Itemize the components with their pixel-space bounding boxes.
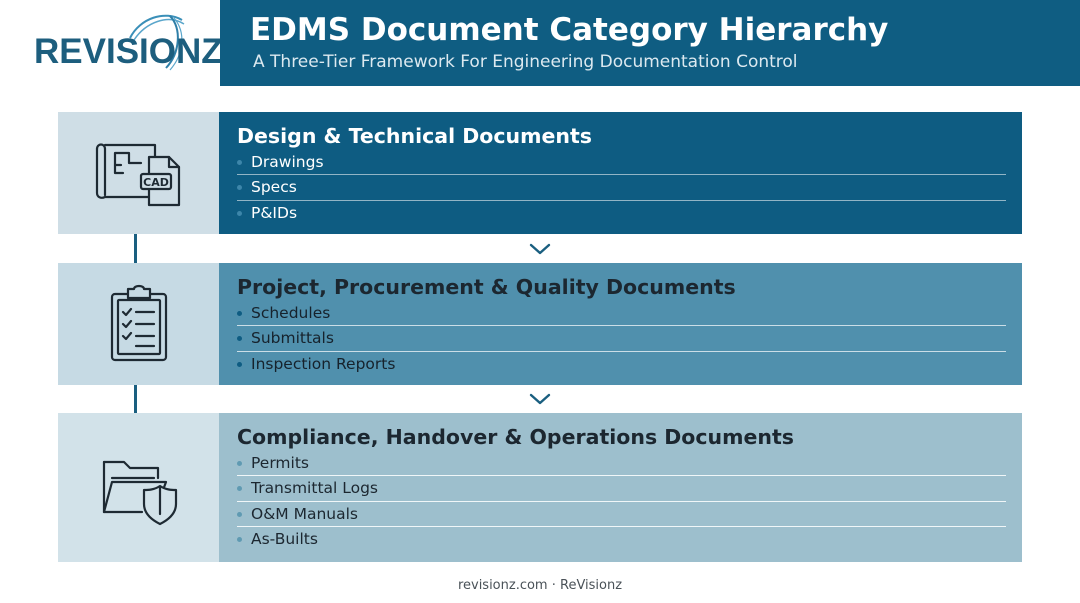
list-item: Schedules <box>237 301 1006 327</box>
tier-body: Project, Procurement & Quality Documents… <box>219 263 1022 385</box>
page-subtitle: A Three-Tier Framework For Engineering D… <box>253 52 798 72</box>
list-item-label: Permits <box>251 454 309 472</box>
folder-shield-icon <box>102 460 177 525</box>
bullet-icon <box>237 210 242 216</box>
list-item: Drawings <box>237 150 1006 176</box>
tier-design-technical: CAD Design & Technical Documents Drawing… <box>58 112 1022 234</box>
footer-credit: revisionz.com · ReVisionz <box>457 578 623 593</box>
tier-item-list: Permits Transmittal Logs O&M Manuals As-… <box>237 451 1006 552</box>
list-item-label: Inspection Reports <box>251 354 396 373</box>
bullet-icon <box>237 511 242 517</box>
tier-icon-cell: CAD <box>58 112 219 234</box>
tier-heading: Design & Technical Documents <box>237 124 592 148</box>
list-item-label: Specs <box>251 178 297 197</box>
tier-icon-cell <box>58 263 219 385</box>
tier-connector-line <box>134 234 137 263</box>
bullet-icon <box>237 536 242 542</box>
list-item-label: Transmittal Logs <box>251 479 379 498</box>
header-banner: EDMS Document Category Hierarchy A Three… <box>220 0 1080 86</box>
page-title: EDMS Document Category Hierarchy <box>250 12 889 48</box>
tier-heading: Compliance, Handover & Operations Docume… <box>237 425 794 449</box>
blueprint-cad-icon: CAD <box>95 143 180 207</box>
tier-body: Design & Technical Documents Drawings Sp… <box>219 112 1022 234</box>
clipboard-checklist-icon <box>110 284 167 362</box>
bullet-icon <box>237 361 242 367</box>
logo-swoosh-icon <box>129 14 185 71</box>
bullet-icon <box>237 336 242 342</box>
logo-wordmark: REVISIONZ <box>34 32 223 71</box>
list-item-label: Submittals <box>251 329 334 348</box>
logo-area: REVISIONZ <box>0 0 223 86</box>
list-item-label: O&M Manuals <box>251 504 358 523</box>
bullet-icon <box>237 185 242 191</box>
tier-body: Compliance, Handover & Operations Docume… <box>219 413 1022 562</box>
list-item: Submittals <box>237 326 1006 352</box>
list-item-label: P&IDs <box>251 203 298 222</box>
tier-connector-line <box>134 385 137 413</box>
list-item-label: Schedules <box>251 304 331 322</box>
list-item: Inspection Reports <box>237 352 1006 377</box>
tier-icon-cell <box>58 413 219 562</box>
tier-heading: Project, Procurement & Quality Documents <box>237 275 736 299</box>
list-item-label: As-Builts <box>251 529 318 548</box>
tier-item-list: Schedules Submittals Inspection Reports <box>237 301 1006 377</box>
list-item: As-Builts <box>237 527 1006 552</box>
bullet-icon <box>237 311 242 316</box>
chevron-down-icon <box>529 243 551 255</box>
tier-compliance-handover-operations: Compliance, Handover & Operations Docume… <box>58 413 1022 562</box>
cad-icon-label: CAD <box>143 176 169 189</box>
tier-project-procurement-quality: Project, Procurement & Quality Documents… <box>58 263 1022 385</box>
list-item: P&IDs <box>237 201 1006 226</box>
list-item: Permits <box>237 451 1006 477</box>
bullet-icon <box>237 486 242 492</box>
list-item: Transmittal Logs <box>237 476 1006 502</box>
list-item: Specs <box>237 175 1006 201</box>
list-item-label: Drawings <box>251 153 324 171</box>
bullet-icon <box>237 160 242 165</box>
tier-item-list: Drawings Specs P&IDs <box>237 150 1006 226</box>
bullet-icon <box>237 461 242 466</box>
chevron-down-icon <box>529 393 551 405</box>
list-item: O&M Manuals <box>237 502 1006 527</box>
